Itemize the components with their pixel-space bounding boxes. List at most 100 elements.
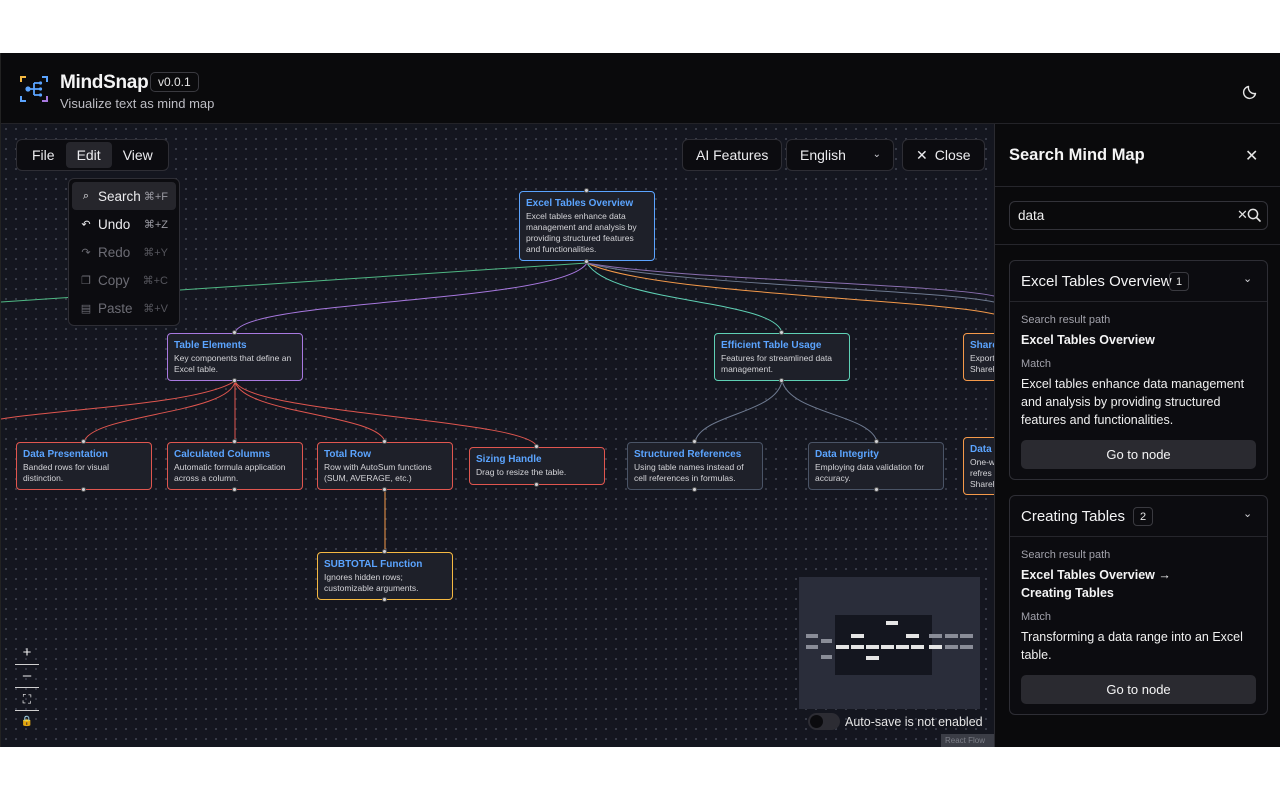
node-handle[interactable]	[232, 378, 237, 383]
node-handle[interactable]	[382, 439, 387, 444]
menu-file[interactable]: File	[32, 147, 55, 163]
search-input[interactable]	[1018, 202, 1228, 229]
node-handle[interactable]	[382, 487, 387, 492]
minimap-node	[836, 645, 849, 649]
menubar: File Edit View	[16, 139, 169, 171]
menu-item-search[interactable]: ⌕ Search ⌘+F	[72, 182, 176, 210]
clear-icon[interactable]: ✕	[1237, 207, 1248, 222]
lock-icon[interactable]: 🔒	[20, 716, 34, 727]
match-text: Transforming a data range into an Excel …	[1021, 630, 1243, 662]
autosave-control: Auto-save is not enabled	[808, 713, 983, 730]
node-calculated-columns[interactable]: Calculated Columns Automatic formula app…	[167, 442, 303, 490]
version-badge: v0.0.1	[150, 72, 199, 92]
shortcut-label: ⌘+V	[143, 302, 168, 315]
node-handle[interactable]	[779, 378, 784, 383]
node-data-presentation[interactable]: Data Presentation Banded rows for visual…	[16, 442, 152, 490]
edge-root-share-3	[586, 262, 994, 297]
select-value: English	[800, 147, 846, 163]
menu-item-redo[interactable]: ↷ Redo ⌘+Y	[72, 238, 176, 266]
result-body: Search result path Excel Tables Overview…	[1010, 302, 1267, 479]
node-handle[interactable]	[232, 487, 237, 492]
path-label: Search result path	[1021, 314, 1111, 326]
minimap-node	[960, 645, 973, 649]
minimap-node	[866, 656, 879, 660]
node-efficient-table-usage[interactable]: Efficient Table Usage Features for strea…	[714, 333, 850, 381]
node-handle[interactable]	[874, 439, 879, 444]
node-subtotal-function[interactable]: SUBTOTAL Function Ignores hidden rows; c…	[317, 552, 453, 600]
node-handle[interactable]	[81, 439, 86, 444]
node-handle[interactable]	[584, 188, 589, 193]
node-description: Employing data validation for accuracy.	[815, 462, 925, 483]
close-icon[interactable]: ✕	[1245, 148, 1259, 165]
result-title: Excel Tables Overview	[1021, 273, 1172, 290]
node-handle[interactable]	[584, 259, 589, 264]
node-data-integrity[interactable]: Data Integrity Employing data validation…	[808, 442, 944, 490]
match-text: Excel tables enhance data management and…	[1021, 377, 1245, 427]
divider	[995, 244, 1280, 245]
result-count-badge: 2	[1133, 507, 1154, 526]
node-description: Using table names instead of cell refere…	[634, 462, 744, 483]
search-panel: Search Mind Map ✕ ✕ Excel Tables Overvie…	[994, 124, 1280, 747]
node-description: One-w refres Sharel	[970, 457, 994, 489]
edge-te-offscreen	[1, 380, 236, 420]
search-icon[interactable]	[1246, 207, 1262, 223]
edge-te-data-presentation	[83, 380, 236, 443]
ai-features-button[interactable]: AI Features	[682, 139, 783, 171]
node-description: Export Sharel	[970, 353, 994, 374]
node-title: Efficient Table Usage	[721, 340, 822, 351]
node-handle[interactable]	[692, 487, 697, 492]
menu-view[interactable]: View	[122, 147, 153, 163]
undo-icon: ↶	[81, 218, 91, 231]
zoom-out-icon[interactable]: –	[15, 665, 39, 688]
node-handle[interactable]	[534, 444, 539, 449]
chevron-down-icon[interactable]: ⌄	[1243, 273, 1253, 285]
minimap[interactable]	[799, 577, 980, 709]
go-to-node-button[interactable]: Go to node	[1021, 675, 1256, 704]
app-subtitle: Visualize text as mind map	[60, 96, 215, 111]
menu-item-undo[interactable]: ↶ Undo ⌘+Z	[72, 210, 176, 238]
menu-item-copy[interactable]: ❐ Copy ⌘+C	[72, 266, 176, 294]
node-table-elements[interactable]: Table Elements Key components that defin…	[167, 333, 303, 381]
node-sizing-handle[interactable]: Sizing Handle Drag to resize the table.	[469, 447, 605, 485]
attribution-link[interactable]: React Flow	[941, 734, 994, 747]
node-total-row[interactable]: Total Row Row with AutoSum functions (SU…	[317, 442, 453, 490]
node-data-partial[interactable]: Data One-w refres Sharel	[963, 437, 994, 495]
go-to-node-button[interactable]: Go to node	[1021, 440, 1256, 469]
menu-item-label: Search	[98, 188, 141, 204]
menu-item-label: Redo	[98, 244, 131, 260]
mindmap-logo-icon	[20, 76, 48, 102]
app-title: MindSnap	[60, 72, 149, 93]
autosave-toggle[interactable]	[808, 713, 840, 730]
node-sharing-partial[interactable]: Share Export Sharel	[963, 333, 994, 381]
node-handle[interactable]	[232, 330, 237, 335]
zoom-in-icon[interactable]: +	[15, 642, 39, 665]
node-handle[interactable]	[692, 439, 697, 444]
menu-edit[interactable]: Edit	[65, 142, 112, 168]
node-handle[interactable]	[382, 549, 387, 554]
node-handle[interactable]	[534, 482, 539, 487]
menu-item-label: Copy	[98, 272, 130, 288]
node-description: Ignores hidden rows; customizable argume…	[324, 572, 419, 593]
mindmap-canvas[interactable]: Excel Tables Overview Excel tables enhan…	[1, 124, 994, 747]
chevron-down-icon[interactable]: ⌄	[1243, 508, 1253, 520]
language-select[interactable]: English ⌄	[786, 139, 894, 171]
node-handle[interactable]	[874, 487, 879, 492]
menu-item-paste[interactable]: ▤ Paste ⌘+V	[72, 294, 176, 322]
node-handle[interactable]	[779, 330, 784, 335]
node-description: Features for streamlined data management…	[721, 353, 833, 374]
result-path: Excel Tables Overview	[1021, 333, 1155, 347]
minimap-node	[821, 639, 832, 643]
paste-icon: ▤	[80, 302, 92, 315]
node-handle[interactable]	[232, 439, 237, 444]
close-button[interactable]: ✕Close	[902, 139, 985, 171]
result-header[interactable]: Creating Tables 2 ⌄	[1010, 496, 1267, 537]
node-excel-tables-overview[interactable]: Excel Tables Overview Excel tables enhan…	[519, 191, 655, 261]
fit-view-icon[interactable]: ⛶	[15, 688, 39, 711]
node-handle[interactable]	[382, 597, 387, 602]
node-title: Share	[970, 340, 994, 351]
node-structured-references[interactable]: Structured References Using table names …	[627, 442, 763, 490]
moon-icon[interactable]	[1241, 81, 1261, 101]
minimap-node	[929, 634, 942, 638]
result-header[interactable]: Excel Tables Overview 1 ⌄	[1010, 261, 1267, 302]
node-handle[interactable]	[81, 487, 86, 492]
